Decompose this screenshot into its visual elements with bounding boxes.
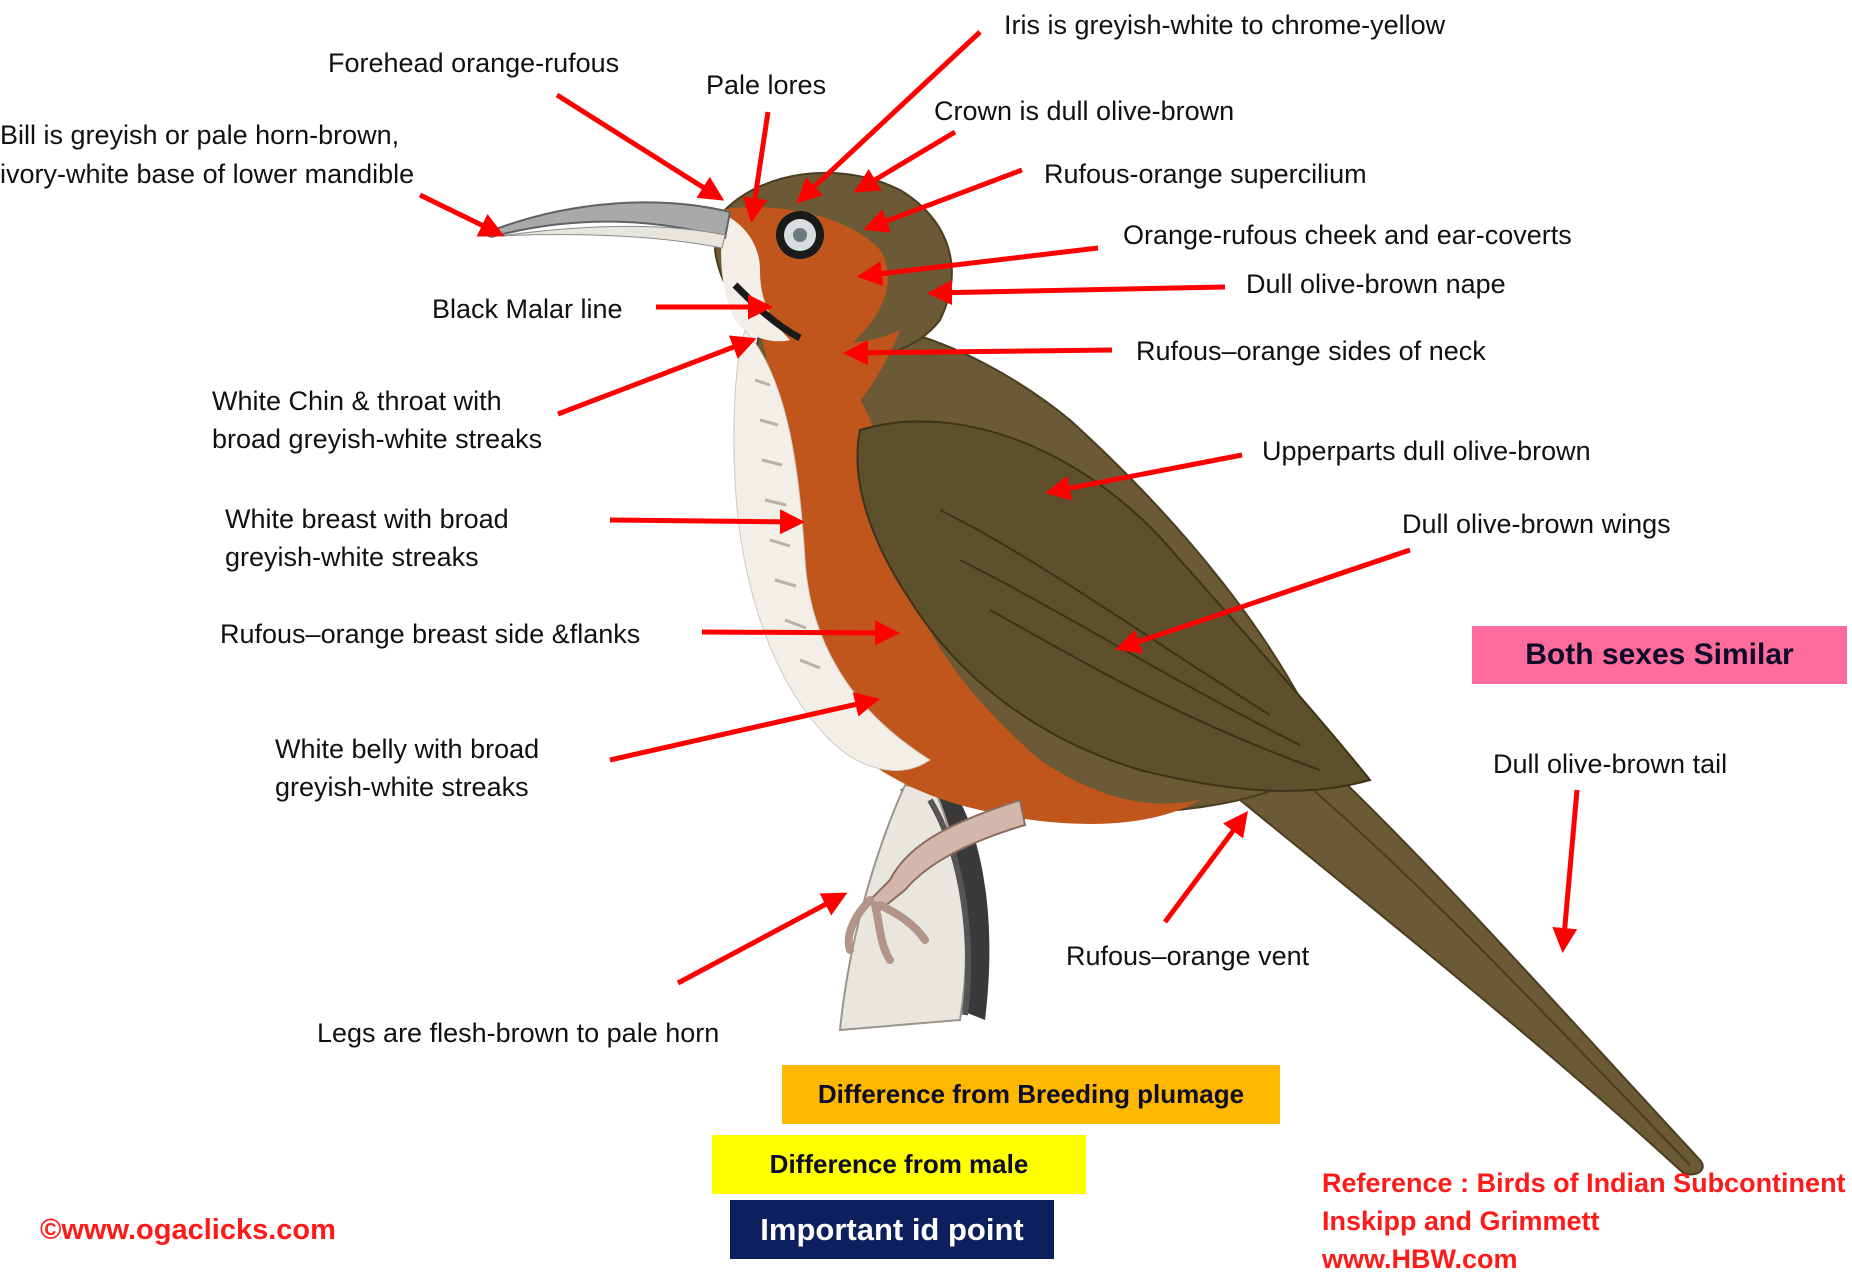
label-upperparts: Upperparts dull olive-brown bbox=[1262, 432, 1591, 470]
label-neck-sides: Rufous–orange sides of neck bbox=[1136, 332, 1486, 370]
reference-line1: Reference : Birds of Indian Subcontinent bbox=[1322, 1164, 1846, 1202]
legend-breeding-plumage: Difference from Breeding plumage bbox=[782, 1065, 1280, 1124]
copyright-text: ©www.ogaclicks.com bbox=[40, 1212, 336, 1248]
bird-pupil bbox=[793, 228, 807, 242]
label-belly-line1: White belly with broad bbox=[275, 730, 539, 768]
bird-tail bbox=[1240, 740, 1703, 1175]
reference-line3: www.HBW.com bbox=[1322, 1240, 1846, 1278]
label-supercilium: Rufous-orange supercilium bbox=[1044, 155, 1367, 193]
label-breast-line1: White breast with broad bbox=[225, 500, 509, 538]
label-bill-line1: Bill is greyish or pale horn-brown, bbox=[0, 116, 399, 154]
label-tail: Dull olive-brown tail bbox=[1493, 745, 1727, 783]
arrow-forehead bbox=[557, 95, 720, 198]
label-forehead: Forehead orange-rufous bbox=[328, 44, 619, 82]
arrow-neck-sides bbox=[848, 350, 1112, 353]
label-pale-lores: Pale lores bbox=[706, 66, 826, 104]
label-bill-line2: ivory-white base of lower mandible bbox=[0, 155, 414, 193]
legend-difference-male: Difference from male bbox=[712, 1135, 1086, 1194]
label-legs: Legs are flesh-brown to pale horn bbox=[317, 1014, 719, 1052]
bill-lower-mandible bbox=[500, 226, 725, 248]
arrow-nape bbox=[932, 287, 1225, 293]
label-belly-line2: greyish-white streaks bbox=[275, 768, 529, 806]
arrow-breast bbox=[610, 520, 800, 522]
arrow-legs bbox=[678, 895, 843, 983]
reference-line2: Inskipp and Grimmett bbox=[1322, 1202, 1846, 1240]
label-iris: Iris is greyish-white to chrome-yellow bbox=[1004, 6, 1445, 44]
sexes-similar-badge: Both sexes Similar bbox=[1472, 626, 1847, 684]
arrow-flanks bbox=[702, 632, 895, 633]
arrow-tail bbox=[1563, 790, 1577, 948]
label-nape: Dull olive-brown nape bbox=[1246, 265, 1506, 303]
legend-important-id-point: Important id point bbox=[730, 1200, 1054, 1259]
label-wings: Dull olive-brown wings bbox=[1402, 505, 1671, 543]
label-breast-line2: greyish-white streaks bbox=[225, 538, 479, 576]
arrow-chin bbox=[558, 340, 752, 414]
label-cheek: Orange-rufous cheek and ear-coverts bbox=[1123, 216, 1572, 254]
label-crown: Crown is dull olive-brown bbox=[934, 92, 1234, 130]
label-flanks: Rufous–orange breast side &flanks bbox=[220, 615, 640, 653]
label-vent: Rufous–orange vent bbox=[1066, 937, 1309, 975]
arrow-bill bbox=[420, 195, 500, 234]
label-chin-line1: White Chin & throat with bbox=[212, 382, 502, 420]
label-malar: Black Malar line bbox=[432, 290, 623, 328]
arrow-crown bbox=[858, 132, 955, 190]
reference-block: Reference : Birds of Indian Subcontinent… bbox=[1322, 1164, 1846, 1278]
arrow-vent bbox=[1165, 815, 1245, 922]
label-chin-line2: broad greyish-white streaks bbox=[212, 420, 542, 458]
